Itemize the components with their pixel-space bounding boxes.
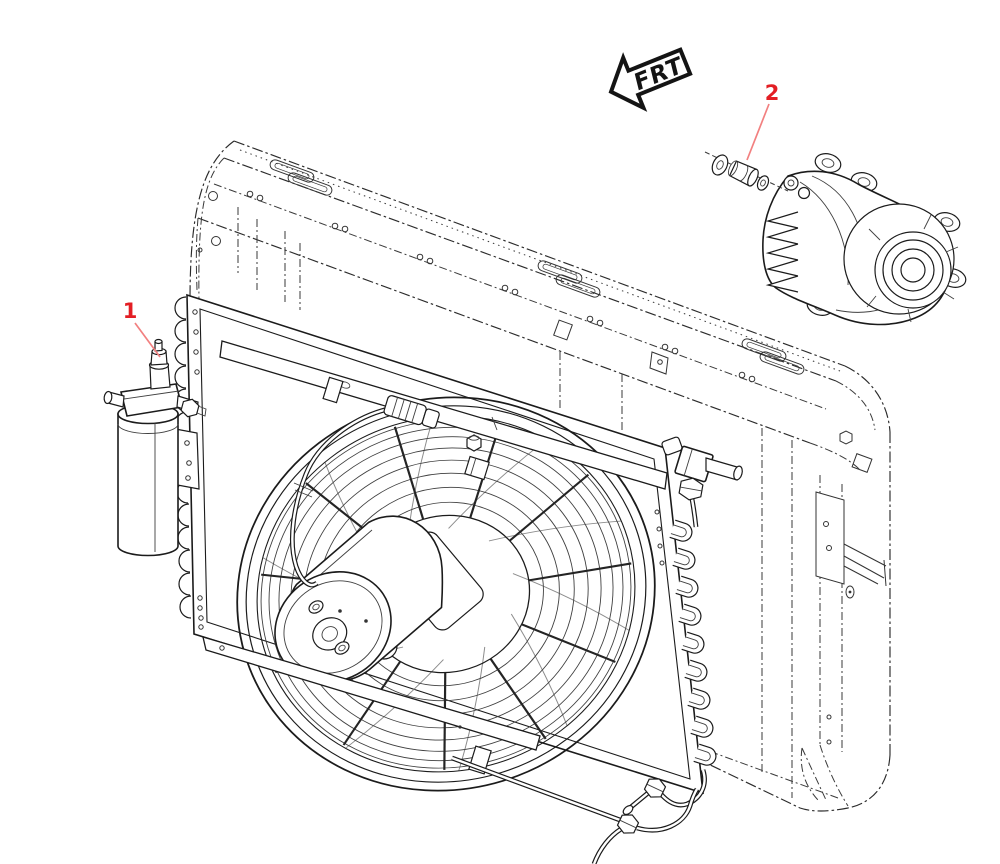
fan-motor <box>274 515 484 683</box>
shroud-top-tab <box>322 376 344 404</box>
condenser-bottom-pipes <box>451 755 707 864</box>
callout-1-leader <box>134 322 161 358</box>
compressor-seal-parts <box>704 151 789 192</box>
callout-1: 1 <box>123 299 161 358</box>
drier-valve-block <box>103 338 207 418</box>
pipe-hex-union <box>616 814 640 834</box>
compressor-fins <box>765 211 799 293</box>
compressor-port <box>783 175 799 191</box>
radiator-phantom <box>189 140 891 812</box>
callout-2-leader <box>746 103 770 161</box>
seal-washer-small <box>756 175 770 191</box>
elbow-hex-nut <box>678 477 704 501</box>
pipe-open-end <box>622 804 634 816</box>
condenser-brace <box>202 636 541 751</box>
harness-connector <box>383 395 440 429</box>
frt-arrow: FRT <box>608 47 693 112</box>
harness-clip <box>293 482 314 498</box>
callout-1-number: 1 <box>123 299 138 323</box>
bar-bolt <box>466 434 482 452</box>
motor-bolt-hole <box>334 641 350 655</box>
pipe-hex-union <box>643 778 667 798</box>
frt-arrow-shape <box>608 47 693 112</box>
callout-2-number: 2 <box>765 81 780 105</box>
motor-bolt-hole <box>308 600 324 614</box>
radiator-top-edge <box>233 140 846 367</box>
wire-harness <box>289 395 440 588</box>
compressor <box>762 150 969 326</box>
seal-washer-large <box>711 154 729 176</box>
compressor-port <box>797 186 811 200</box>
compressor-clutch <box>843 203 959 323</box>
radiator-tank-bracket <box>815 491 887 599</box>
elbow-outlet-stub <box>705 457 738 481</box>
drier-canister <box>117 403 179 557</box>
condenser-elbow-fitting <box>661 436 743 528</box>
callout-2: 2 <box>746 81 780 161</box>
bar-clip <box>464 455 490 481</box>
receiver-drier <box>103 338 207 557</box>
drier-hex-nut <box>180 398 200 418</box>
seal-union <box>727 160 759 187</box>
radiator-band-holes <box>246 190 756 383</box>
